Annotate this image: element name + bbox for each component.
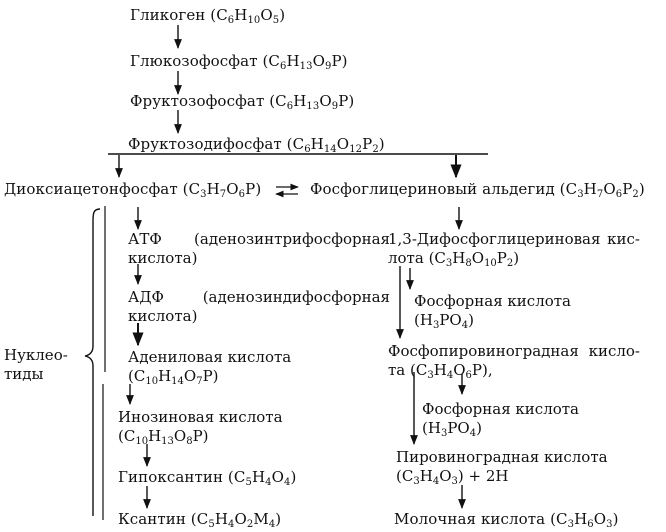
adenylic-line2: (C10H14O7P) xyxy=(128,367,219,387)
compound-lactic-acid: Молочная кислота (C3H6O3) xyxy=(394,510,619,530)
compound-dihydroxyacetone-phosphate: Диоксиацетонфосфат (C3H7O6P) xyxy=(4,180,262,200)
phosphoric1-line1: Фосфорная кислота xyxy=(414,292,572,310)
phosphoric1-line2: (H3PO4) xyxy=(414,311,474,331)
compound-atp: АТФ (аденозинтрифосфорная кислота) xyxy=(128,230,390,268)
nucleotides-label-line1: Нуклео- xyxy=(4,346,68,364)
compound-phosphoric-acid-1: Фосфорная кислота (H3PO4) xyxy=(414,292,572,331)
diphosphoglyceric-line1: 1,3-Дифосфоглицериновая кис- xyxy=(388,230,640,248)
pyruvic-line1: Пировиноградная кислота xyxy=(396,448,608,466)
compound-adenylic-acid: Адениловая кислота (C10H14O7P) xyxy=(128,348,292,387)
phosphopyruvic-line1: Фосфопировиноградная кисло- xyxy=(388,342,640,360)
adenylic-line1: Адениловая кислота xyxy=(128,348,292,366)
nucleotides-brace xyxy=(84,208,101,516)
compound-fructose-diphosphate: Фруктозодифосфат (C6H14O12P2) xyxy=(128,135,385,155)
phosphopyruvic-line2: та (C3H4O6P), xyxy=(388,361,493,381)
compound-phosphopyruvic-acid: Фосфопировиноградная кисло- та (C3H4O6P)… xyxy=(388,342,640,381)
pyruvic-line2: (C3H4O3) + 2H xyxy=(396,467,509,487)
adp-line1: АДФ (аденозиндифосфорная xyxy=(128,288,390,306)
compound-hypoxanthine: Гипоксантин (C5H4O4) xyxy=(118,468,297,488)
inosinic-line2: (C10H13O8P) xyxy=(118,427,209,447)
compound-xanthine: Ксантин (C5H4O2M4) xyxy=(118,510,282,530)
phosphoric2-line2: (H3PO4) xyxy=(422,419,482,439)
compound-phosphoric-acid-2: Фосфорная кислота (H3PO4) xyxy=(422,400,580,439)
compound-pyruvic-acid: Пировиноградная кислота (C3H4O3) + 2H xyxy=(396,448,608,487)
atp-line2: кислота) xyxy=(128,249,198,267)
compound-phosphoglyceraldehyde: Фосфоглицериновый альдегид (C3H7O6P2) xyxy=(310,180,645,200)
nucleotides-label: Нуклео- тиды xyxy=(4,346,68,384)
phosphoric2-line1: Фосфорная кислота xyxy=(422,400,580,418)
compound-adp: АДФ (аденозиндифосфорная кислота) xyxy=(128,288,390,326)
compound-fructose-phosphate: Фруктозофосфат (C6H13O9P) xyxy=(130,92,355,112)
atp-line1: АТФ (аденозинтрифосфорная xyxy=(128,230,390,248)
compound-glucose-phosphate: Глюкозофосфат (C6H13O9P) xyxy=(130,52,348,72)
compound-inosinic-acid: Инозиновая кислота (C10H13O8P) xyxy=(118,408,283,447)
compound-diphosphoglyceric-acid: 1,3-Дифосфоглицериновая кис- лота (C3H8O… xyxy=(388,230,640,269)
inosinic-line1: Инозиновая кислота xyxy=(118,408,283,426)
compound-glycogen: Гликоген (C6H10O5) xyxy=(130,6,286,26)
nucleotides-label-line2: тиды xyxy=(4,365,44,383)
adp-line2: кислота) xyxy=(128,307,198,325)
diphosphoglyceric-line2: лота (C3H8O10P2) xyxy=(388,249,520,269)
